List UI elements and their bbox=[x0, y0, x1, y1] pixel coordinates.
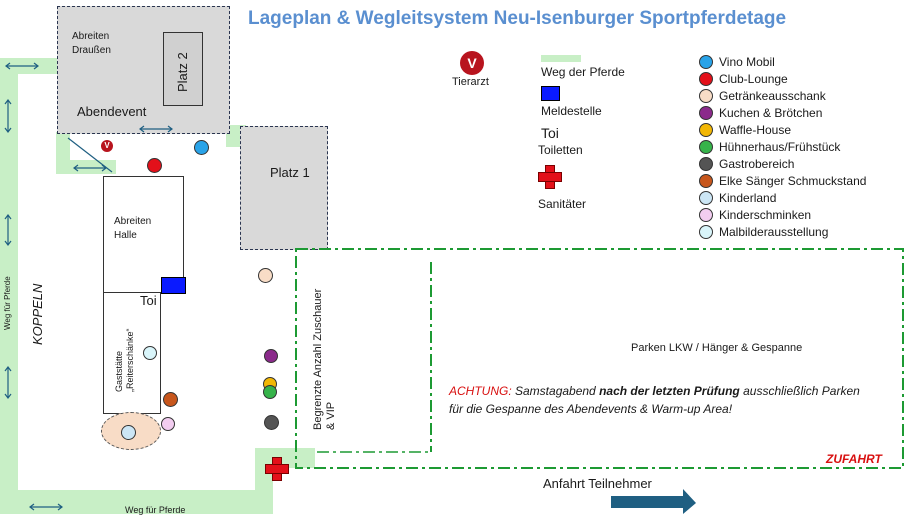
legend-dot bbox=[699, 54, 713, 69]
legend-label: Kinderschminken bbox=[719, 207, 812, 222]
legend-item: Kinderland bbox=[699, 189, 776, 206]
kinderschminken-marker-1 bbox=[143, 346, 157, 360]
huehnerhaus-marker bbox=[263, 385, 277, 399]
tierarzt-map-icon: V bbox=[101, 140, 113, 152]
gastrobereich-marker bbox=[264, 415, 279, 430]
legend-dot bbox=[699, 207, 713, 222]
legend-item: Hühnerhaus/Frühstück bbox=[699, 138, 840, 155]
vino-mobil-marker bbox=[194, 140, 209, 155]
legend-dot bbox=[699, 156, 713, 171]
legend-item: Elke Sänger Schmuckstand bbox=[699, 172, 866, 189]
kinderland-marker bbox=[121, 425, 136, 440]
legend-dot bbox=[699, 88, 713, 103]
legend-dot bbox=[699, 105, 713, 120]
getraenkeausschank-marker bbox=[258, 268, 273, 283]
legend-item: Kuchen & Brötchen bbox=[699, 104, 822, 121]
zufahrt-label: ZUFAHRT bbox=[826, 452, 882, 466]
parking-border bbox=[295, 248, 904, 469]
legend-item: Waffle-House bbox=[699, 121, 791, 138]
sanitaeter-label: Sanitäter bbox=[538, 197, 587, 211]
legend-label: Hühnerhaus/Frühstück bbox=[719, 139, 841, 154]
toi-halle-label: Toi bbox=[140, 293, 157, 308]
tierarzt-icon: V bbox=[460, 51, 484, 75]
platz1-label: Platz 1 bbox=[270, 165, 310, 180]
legend-dot bbox=[699, 139, 713, 154]
legend-label: Waffle-House bbox=[719, 122, 792, 137]
horse-path-left bbox=[0, 58, 18, 498]
legend-label: Elke Sänger Schmuckstand bbox=[719, 173, 867, 188]
meldestelle-label: Meldestelle bbox=[541, 104, 602, 118]
horse-path-bottom bbox=[0, 490, 272, 514]
tierarzt-label: Tierarzt bbox=[452, 76, 489, 88]
notice-part1: Samstagabend bbox=[511, 384, 600, 398]
platz2-area bbox=[163, 32, 203, 106]
legend-dot bbox=[699, 173, 713, 188]
anfahrt-label: Anfahrt Teilnehmer bbox=[543, 476, 652, 491]
legend-label: Kinderland bbox=[719, 190, 777, 205]
toi-symbol: Toi bbox=[541, 125, 559, 141]
abreiten-halle-label: Abreiten Halle bbox=[114, 216, 152, 241]
platz1-area bbox=[240, 126, 328, 250]
map-title: Lageplan & Wegleitsystem Neu-Isenburger … bbox=[248, 8, 787, 29]
legend-dot bbox=[699, 122, 713, 137]
sanitaeter-map-marker bbox=[265, 457, 289, 481]
legend-label: Getränkeausschank bbox=[719, 88, 826, 103]
meldestelle-marker bbox=[161, 277, 186, 294]
legend-dot bbox=[699, 190, 713, 205]
double-arrows bbox=[4, 62, 173, 511]
weg-symbol bbox=[541, 55, 581, 62]
legend-item: Gastrobereich bbox=[699, 155, 794, 172]
weg-unten-label: Weg für Pferde bbox=[125, 505, 186, 515]
legend-dot bbox=[699, 224, 713, 239]
notice-part2: ausschließlich Parken für die Gespanne d… bbox=[449, 384, 860, 416]
toiletten-label: Toiletten bbox=[538, 143, 583, 157]
legend-label: Gastrobereich bbox=[719, 156, 795, 171]
kuchen-marker bbox=[264, 349, 278, 363]
legend-item: Kinderschminken bbox=[699, 206, 811, 223]
abreiten-draussen-label: Abreiten Draußen bbox=[72, 31, 111, 56]
legend-label: Club-Lounge bbox=[719, 71, 788, 86]
sanitaeter-icon bbox=[538, 165, 562, 189]
horse-path-entrance bbox=[255, 448, 315, 468]
notice-label: ACHTUNG: bbox=[449, 384, 512, 398]
club-lounge-marker bbox=[147, 158, 162, 173]
legend-item: Vino Mobil bbox=[699, 53, 775, 70]
weg-label: Weg der Pferde bbox=[541, 65, 625, 79]
legend-item: Club-Lounge bbox=[699, 70, 788, 87]
legend-label: Malbilderausstellung bbox=[719, 224, 829, 239]
notice-bold: nach der letzten Prüfung bbox=[599, 384, 740, 398]
legend-item: Malbilderausstellung bbox=[699, 223, 828, 240]
schmuckstand-marker bbox=[163, 392, 178, 407]
legend-label: Kuchen & Brötchen bbox=[719, 105, 823, 120]
abendevent-label: Abendevent bbox=[77, 104, 147, 119]
anfahrt-arrow bbox=[611, 489, 696, 514]
legend-item: Getränkeausschank bbox=[699, 87, 826, 104]
parken-label: Parken LKW / Hänger & Gespanne bbox=[631, 342, 803, 354]
meldestelle-icon bbox=[541, 86, 560, 101]
kinderschminken-marker-2 bbox=[161, 417, 175, 431]
legend-label: Vino Mobil bbox=[719, 54, 775, 69]
notice-text: ACHTUNG: Samstagabend nach der letzten P… bbox=[449, 382, 869, 418]
legend-dot bbox=[699, 71, 713, 86]
